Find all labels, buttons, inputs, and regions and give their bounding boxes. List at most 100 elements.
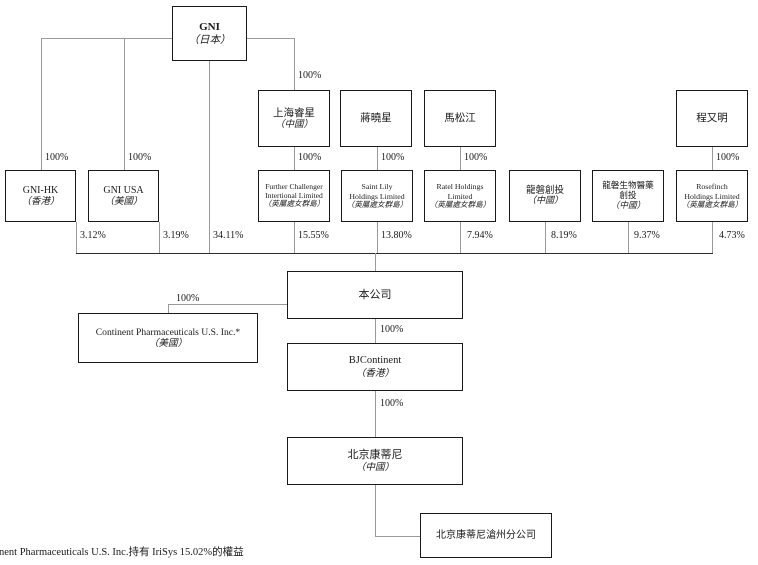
node-saint-lily-name-2: Holdings Limited (349, 191, 405, 201)
connector-shanghai-to-further (294, 147, 295, 170)
pct-gni-to-gniusa: 100% (128, 152, 152, 163)
node-longpan-bio-name-2: 創投 (619, 190, 637, 201)
connector-company-to-continent-v (168, 304, 169, 313)
node-gni-name: GNI (199, 20, 220, 33)
node-gni-usa-location: （美國） (104, 196, 143, 208)
node-further-challenger-name-1: Further Challenger (265, 181, 323, 191)
node-beijing-kangdini[interactable]: 北京康蒂尼 （中國） (287, 437, 463, 485)
node-longpan-chuangtou-location: （中國） (526, 196, 563, 207)
node-longpan-bio-location: （中國） (610, 201, 646, 212)
node-shanghai-ruixing-name: 上海睿星 (273, 106, 315, 119)
node-gni-hk[interactable]: GNI-HK （香港） (5, 170, 76, 222)
connector-shareholding-bus (76, 253, 713, 254)
footnote-text: nent Pharmaceuticals U.S. Inc.持有 IriSys … (0, 547, 244, 558)
node-rosefinch[interactable]: Rosefinch Holdings Limited （英屬處女群島） (676, 170, 748, 222)
node-longpan-bio[interactable]: 龍磐生物醫藥 創投 （中國） (592, 170, 664, 222)
pct-gni-to-shanghai: 100% (298, 70, 322, 81)
node-bjcontinent-location: （香港） (355, 367, 395, 379)
node-shanghai-ruixing[interactable]: 上海睿星 （中國） (258, 90, 330, 147)
node-further-challenger-name-2: Intertional Limited (265, 190, 323, 200)
node-saint-lily-location: （英屬處女群島） (346, 199, 408, 209)
node-rosefinch-name-2: Holdings Limited (684, 191, 740, 201)
pct-bjcontinent-to-beijing: 100% (380, 398, 404, 409)
connector-gni-direct-34 (209, 61, 210, 253)
node-the-company[interactable]: 本公司 (287, 271, 463, 319)
pct-company-to-bjcontinent: 100% (380, 324, 404, 335)
connector-longpanbio-to-bus (628, 222, 629, 253)
connector-jiang-to-saintlily (377, 147, 378, 170)
node-saint-lily[interactable]: Saint Lily Holdings Limited （英屬處女群島） (341, 170, 413, 222)
node-longpan-bio-name-1: 龍磐生物醫藥 (602, 180, 654, 191)
node-jiang-xiaoxing-name: 蔣曉星 (360, 112, 392, 125)
node-cheng-youming-name: 程又明 (696, 112, 728, 125)
connector-further-to-bus (294, 222, 295, 253)
node-ratel-holdings-name-1: Ratel Holdings (436, 182, 484, 192)
node-longpan-chuangtou-name: 龍磐創投 (525, 185, 564, 197)
node-further-challenger-location: （英屬處女群島） (263, 199, 325, 209)
connector-company-to-bjcontinent (375, 319, 376, 343)
node-continent-us-location: （美國） (148, 338, 188, 349)
pct-rosefinch-share: 4.73% (719, 230, 745, 241)
node-bjcontinent-name: BJContinent (348, 355, 402, 367)
node-gni[interactable]: GNI （日本） (172, 6, 247, 61)
node-gni-location: （日本） (188, 33, 231, 46)
footnote-continent-irisys: nent Pharmaceuticals U.S. Inc.持有 IriSys … (0, 544, 244, 559)
node-beijing-kangdini-cangzhou[interactable]: 北京康蒂尼滄州分公司 (420, 513, 552, 558)
connector-gnihk-to-bus (76, 222, 77, 253)
connector-company-to-continent-h (168, 304, 287, 305)
node-ratel-holdings[interactable]: Ratel Holdings Limited （英屬處女群島） (424, 170, 496, 222)
node-ratel-holdings-location: （英屬處女群島） (429, 199, 491, 209)
pct-shanghai-to-further: 100% (298, 152, 322, 163)
pct-gnihk-share: 3.12% (80, 230, 106, 241)
connector-gni-to-gnihk (41, 38, 42, 170)
node-cheng-youming[interactable]: 程又明 (676, 90, 748, 147)
pct-gniusa-share: 3.19% (163, 230, 189, 241)
node-continent-us[interactable]: Continent Pharmaceuticals U.S. Inc.* （美國… (78, 313, 258, 363)
node-rosefinch-name-1: Rosefinch (696, 182, 728, 192)
node-beijing-kangdini-cangzhou-name: 北京康蒂尼滄州分公司 (436, 529, 536, 541)
pct-ma-to-ratel: 100% (464, 152, 488, 163)
connector-ma-to-ratel (460, 147, 461, 170)
connector-beijing-to-branch-v (375, 485, 376, 536)
node-ratel-holdings-name-2: Limited (447, 191, 473, 201)
connector-gni-to-gniusa (124, 38, 125, 170)
connector-gni-fanbar-right (247, 38, 294, 39)
pct-gni-to-gnihk: 100% (45, 152, 69, 163)
pct-saintlily-share: 13.80% (381, 230, 412, 241)
pct-longpanbio-share: 9.37% (634, 230, 660, 241)
node-gni-hk-location: （香港） (21, 196, 60, 208)
node-jiang-xiaoxing[interactable]: 蔣曉星 (340, 90, 412, 147)
node-the-company-name: 本公司 (358, 287, 392, 301)
connector-gni-to-shanghai-ruixing (294, 38, 295, 90)
node-shanghai-ruixing-location: （中國） (274, 119, 313, 131)
node-ma-songjiang-name: 馬松江 (444, 112, 476, 125)
connector-gni-fanbar-left (41, 38, 173, 39)
connector-bus-to-company (375, 253, 376, 271)
pct-gni-direct-share: 34.11% (213, 230, 244, 241)
node-further-challenger[interactable]: Further Challenger Intertional Limited （… (258, 170, 330, 222)
connector-cheng-to-rosefinch (712, 147, 713, 170)
node-beijing-kangdini-location: （中國） (355, 461, 395, 473)
node-ma-songjiang[interactable]: 馬松江 (424, 90, 496, 147)
node-bjcontinent[interactable]: BJContinent （香港） (287, 343, 463, 391)
node-continent-us-name: Continent Pharmaceuticals U.S. Inc.* (95, 326, 241, 338)
connector-beijing-to-branch-h (375, 536, 420, 537)
node-gni-usa[interactable]: GNI USA （美國） (88, 170, 159, 222)
connector-bjcontinent-to-beijing (375, 391, 376, 437)
node-beijing-kangdini-name: 北京康蒂尼 (347, 447, 403, 461)
pct-further-share: 15.55% (298, 230, 329, 241)
pct-ratel-share: 7.94% (467, 230, 493, 241)
node-gni-hk-name: GNI-HK (22, 184, 59, 196)
connector-longpan-to-bus (545, 222, 546, 253)
node-longpan-chuangtou[interactable]: 龍磐創投 （中國） (509, 170, 581, 222)
node-saint-lily-name-1: Saint Lily (361, 182, 393, 192)
pct-jiang-to-saintlily: 100% (381, 152, 405, 163)
node-gni-usa-name: GNI USA (103, 184, 144, 196)
pct-longpan-share: 8.19% (551, 230, 577, 241)
node-rosefinch-location: （英屬處女群島） (681, 199, 743, 209)
connector-gniusa-to-bus (159, 222, 160, 253)
connector-rosefinch-to-bus (712, 222, 713, 253)
pct-cheng-to-rosefinch: 100% (716, 152, 740, 163)
connector-saintlily-to-bus (377, 222, 378, 253)
connector-ratel-to-bus (460, 222, 461, 253)
